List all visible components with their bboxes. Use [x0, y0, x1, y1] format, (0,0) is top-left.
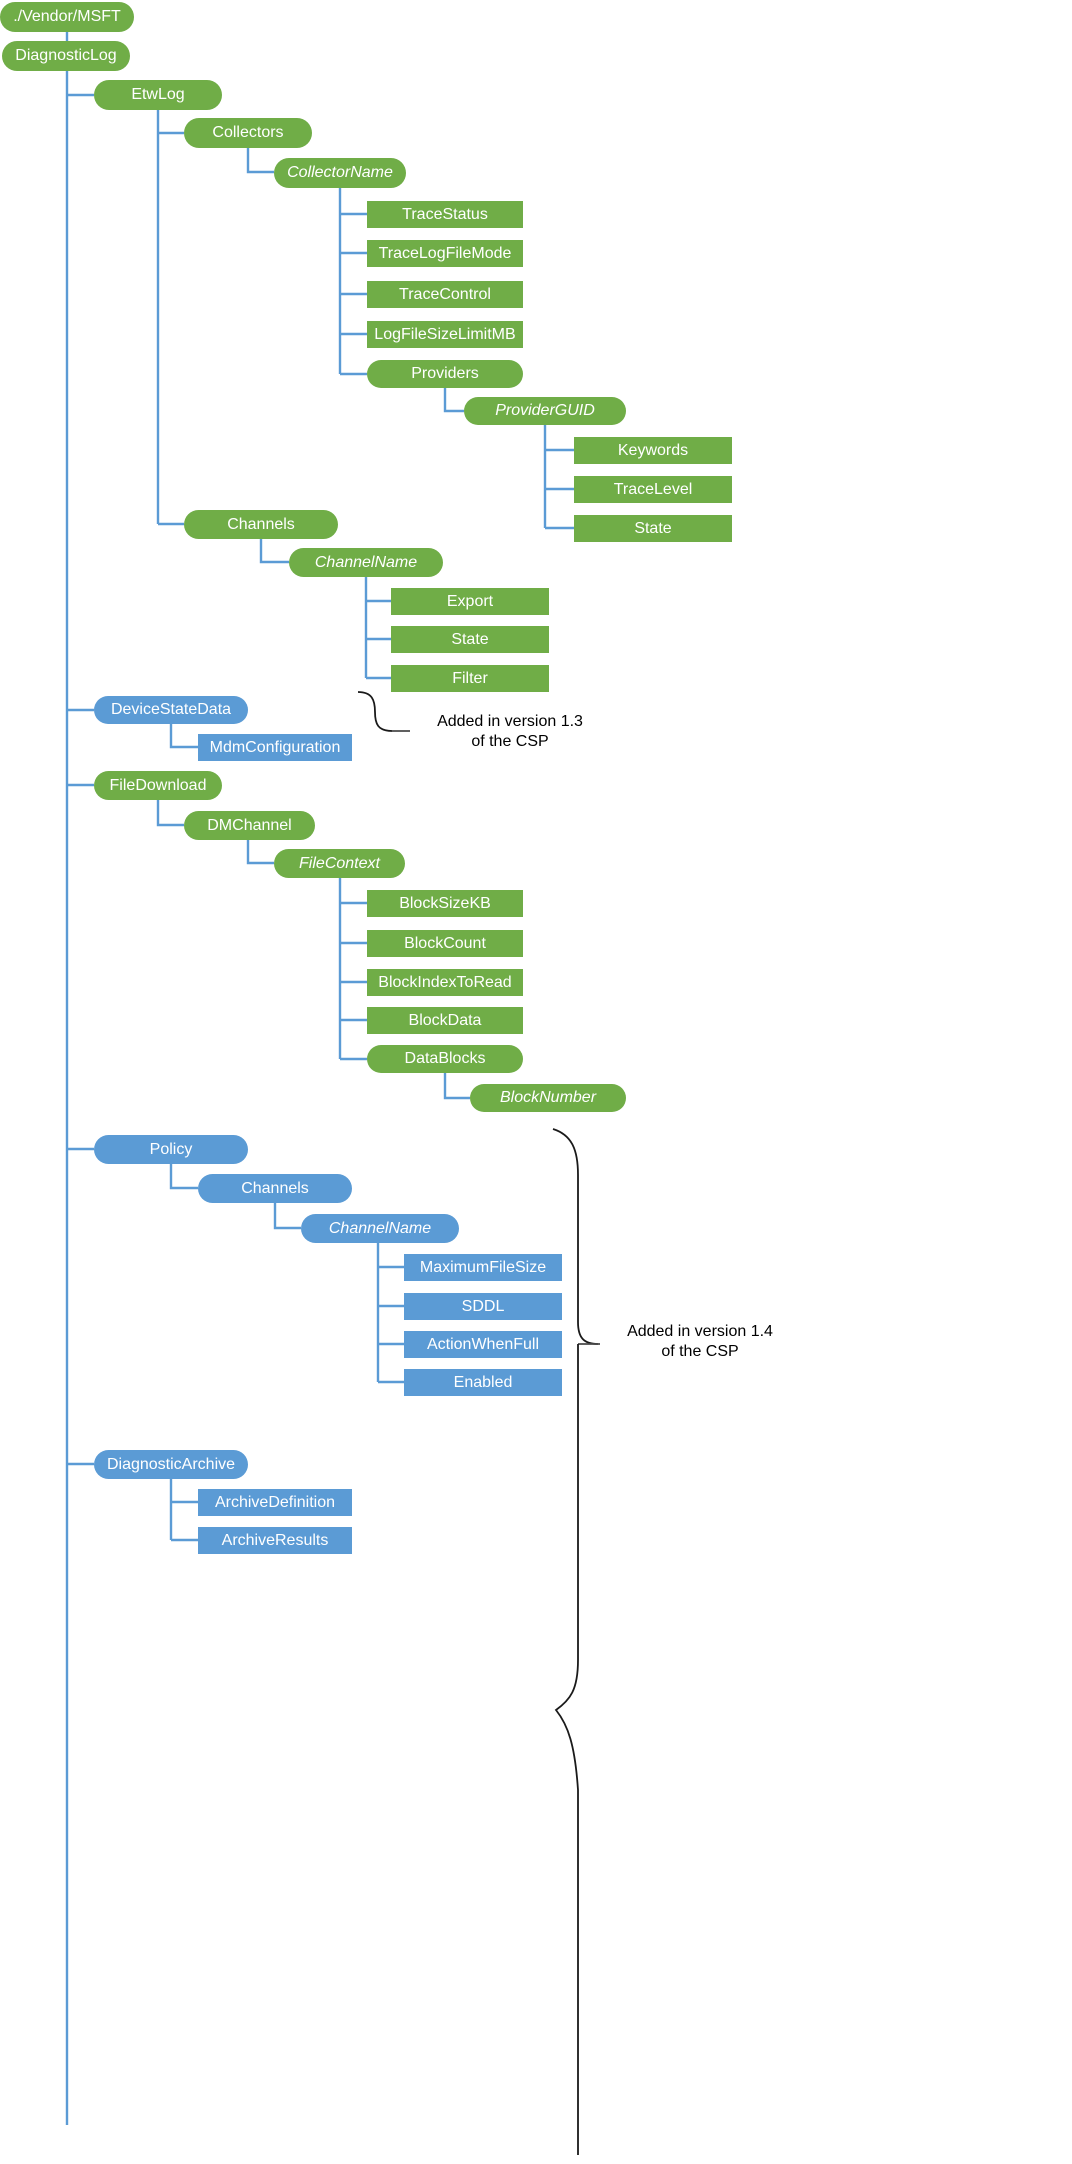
tree-node-label: FileContext [299, 854, 380, 872]
tree-node-providers[interactable]: Providers [367, 360, 523, 388]
tree-node-label: Filter [452, 669, 488, 687]
tree-node-channelstate[interactable]: State [391, 626, 549, 653]
tree-node-label: CollectorName [287, 164, 393, 181]
tree-node-datablocks[interactable]: DataBlocks [367, 1045, 523, 1073]
tree-node-label: DiagnosticLog [15, 47, 117, 64]
tree-node-filedownload[interactable]: FileDownload [94, 771, 222, 800]
tree-node-logfilesizelimit[interactable]: LogFileSizeLimitMB [367, 321, 523, 348]
tree-node-label: MaximumFileSize [419, 1258, 547, 1276]
tree-node-label: SDDL [461, 1297, 505, 1315]
tree-node-label: TraceControl [399, 285, 491, 303]
tree-node-label: ProviderGUID [495, 402, 595, 419]
tree-node-label: Policy [149, 1140, 193, 1158]
tree-node-label: DiagnosticArchive [106, 1455, 236, 1473]
tree-node-label: BlockSizeKB [399, 894, 491, 912]
tree-node-maximumfilesize[interactable]: MaximumFileSize [404, 1254, 562, 1281]
tree-node-tracelevel[interactable]: TraceLevel [574, 476, 732, 503]
tree-node-collectors[interactable]: Collectors [184, 118, 312, 148]
tree-node-label: Providers [411, 365, 479, 382]
tree-node-label: MdmConfiguration [209, 738, 341, 756]
tree-node-export[interactable]: Export [391, 588, 549, 615]
tree-node-label: ./Vendor/MSFT [13, 8, 121, 25]
tree-node-blockindextoread[interactable]: BlockIndexToRead [367, 969, 523, 996]
tree-node-collectorname[interactable]: CollectorName [274, 158, 406, 188]
tree-node-label: ChannelName [328, 1219, 432, 1237]
annotation-version-1-4: Added in version 1.4 of the CSP [627, 1323, 773, 1361]
tree-node-label: EtwLog [131, 86, 185, 103]
tree-node-tracecontrol[interactable]: TraceControl [367, 281, 523, 308]
tree-node-diagnosticarchive[interactable]: DiagnosticArchive [94, 1450, 248, 1479]
tree-node-filter[interactable]: Filter [391, 665, 549, 692]
tree-node-mdmconfiguration[interactable]: MdmConfiguration [198, 734, 352, 761]
tree-node-label: BlockData [408, 1011, 482, 1029]
tree-node-tracelogfilemode[interactable]: TraceLogFileMode [367, 240, 523, 267]
tree-node-label: FileDownload [109, 776, 207, 794]
tree-node-filecontext[interactable]: FileContext [274, 849, 405, 878]
tree-node-label: ChannelName [314, 553, 418, 571]
tree-node-tracestatus[interactable]: TraceStatus [367, 201, 523, 228]
tree-node-label: TraceStatus [402, 205, 488, 223]
tree-node-label: BlockIndexToRead [378, 973, 512, 991]
tree-node-policychannels[interactable]: Channels [198, 1174, 352, 1203]
tree-node-devicestatedata[interactable]: DeviceStateData [94, 696, 248, 724]
tree-node-blocknumber[interactable]: BlockNumber [470, 1084, 626, 1112]
tree-node-blockdata[interactable]: BlockData [367, 1007, 523, 1034]
tree-node-policychannelname[interactable]: ChannelName [301, 1214, 459, 1243]
tree-node-policy[interactable]: Policy [94, 1135, 248, 1164]
tree-node-label: ArchiveDefinition [214, 1493, 336, 1511]
tree-node-label: Enabled [453, 1373, 513, 1391]
tree-node-enabled[interactable]: Enabled [404, 1369, 562, 1396]
tree-node-providerguid[interactable]: ProviderGUID [464, 397, 626, 425]
tree-node-vendor[interactable]: ./Vendor/MSFT [0, 2, 134, 32]
tree-node-label: DataBlocks [404, 1050, 486, 1067]
tree-node-sddl[interactable]: SDDL [404, 1293, 562, 1320]
tree-node-label: ActionWhenFull [426, 1335, 540, 1353]
tree-node-label: Keywords [617, 441, 689, 459]
tree-node-label: Channels [227, 515, 295, 533]
tree-node-providerstate[interactable]: State [574, 515, 732, 542]
tree-node-label: BlockNumber [499, 1089, 597, 1106]
tree-node-archivedefinition[interactable]: ArchiveDefinition [198, 1489, 352, 1516]
tree-node-label: ArchiveResults [221, 1531, 329, 1549]
tree-node-label: State [634, 519, 672, 537]
tree-node-label: TraceLevel [613, 480, 693, 498]
tree-node-etwlog[interactable]: EtwLog [94, 80, 222, 110]
tree-node-label: DeviceStateData [110, 701, 232, 718]
tree-node-label: State [451, 630, 489, 648]
tree-node-diagnosticlog[interactable]: DiagnosticLog [2, 41, 130, 71]
tree-node-keywords[interactable]: Keywords [574, 437, 732, 464]
tree-node-label: LogFileSizeLimitMB [374, 325, 516, 343]
tree-node-archiveresults[interactable]: ArchiveResults [198, 1527, 352, 1554]
tree-node-actionwhenfull[interactable]: ActionWhenFull [404, 1331, 562, 1358]
annotation-version-1-3: Added in version 1.3 of the CSP [437, 713, 583, 751]
tree-node-label: Collectors [212, 124, 284, 141]
tree-node-label: Channels [241, 1179, 309, 1197]
tree-node-label: Export [446, 592, 494, 610]
tree-node-channels[interactable]: Channels [184, 510, 338, 539]
tree-node-channelname[interactable]: ChannelName [289, 548, 443, 577]
tree-node-dmchannel[interactable]: DMChannel [184, 811, 315, 840]
tree-node-label: DMChannel [207, 816, 292, 834]
tree-node-blocksizekb[interactable]: BlockSizeKB [367, 890, 523, 917]
tree-node-blockcount[interactable]: BlockCount [367, 930, 523, 957]
tree-node-label: TraceLogFileMode [378, 244, 512, 262]
tree-node-label: BlockCount [404, 934, 486, 952]
